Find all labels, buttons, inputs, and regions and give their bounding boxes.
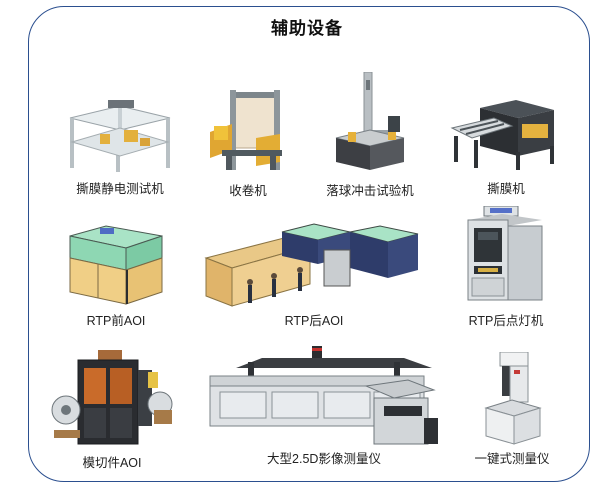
item-die-cut-aoi: 模切件AOI (48, 350, 178, 470)
item-winding-machine: 收卷机 (208, 88, 288, 198)
large-2-5d-vision-measuring-illustration (209, 346, 438, 445)
item-ball-drop-tester: 落球冲击试验机 (326, 72, 414, 198)
rtp-post-aoi-illustration (204, 223, 419, 307)
label-rtp-pre-aoi: RTP前AOI (86, 314, 146, 328)
page-title: 辅助设备 (271, 19, 343, 38)
winding-machine-illustration (210, 90, 282, 170)
one-click-measuring-illustration (484, 352, 542, 445)
label-rtp-post-aoi: RTP后AOI (284, 314, 344, 328)
item-rtp-post-lighting-machine: RTP后点灯机 (466, 206, 546, 328)
peel-static-tester-illustration (69, 100, 171, 172)
rtp-post-lighting-machine-illustration (467, 206, 543, 301)
label-rtp-post-lighting-machine: RTP后点灯机 (468, 314, 544, 328)
ball-drop-tester-illustration (335, 72, 405, 170)
label-winding-machine: 收卷机 (229, 184, 267, 198)
label-peel-static-tester: 撕膜静电测试机 (76, 182, 164, 196)
label-one-click-measuring: 一键式测量仪 (474, 452, 550, 466)
die-cut-aoi-illustration (51, 350, 173, 445)
label-large-2-5d-vision-measuring: 大型2.5D影像测量仪 (267, 452, 381, 466)
item-rtp-post-aoi: RTP后AOI (204, 220, 422, 328)
rtp-pre-aoi-illustration (69, 225, 163, 305)
item-rtp-pre-aoi: RTP前AOI (66, 222, 166, 328)
label-ball-drop-tester: 落球冲击试验机 (326, 184, 414, 198)
item-film-peeling-machine: 撕膜机 (450, 96, 562, 196)
item-peel-static-tester: 撕膜静电测试机 (60, 98, 180, 196)
item-large-2-5d-vision-measuring: 大型2.5D影像测量仪 (208, 346, 440, 466)
item-one-click-measuring: 一键式测量仪 (474, 352, 550, 466)
label-film-peeling-machine: 撕膜机 (487, 182, 525, 196)
label-die-cut-aoi: 模切件AOI (82, 456, 142, 470)
film-peeling-machine-illustration (450, 100, 554, 170)
